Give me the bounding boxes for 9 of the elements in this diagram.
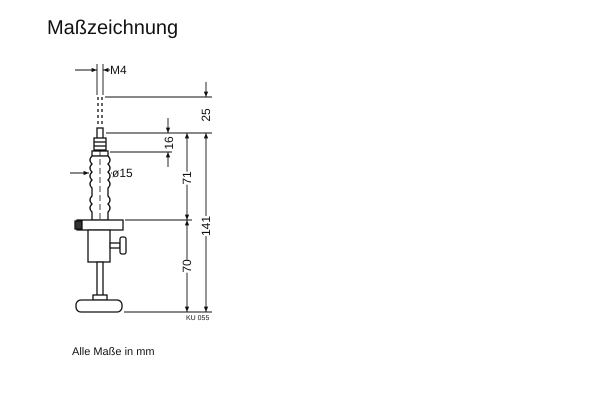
dimension-value: 16: [163, 136, 175, 150]
dimension-value: ø15: [112, 167, 133, 179]
dimension-value: 25: [200, 108, 212, 122]
caption: Alle Maße in mm: [72, 347, 155, 358]
dimension-value: 71: [181, 171, 193, 185]
dimension-value: 141: [200, 216, 212, 236]
dimension-value: M4: [110, 64, 127, 76]
dimension-value: 70: [181, 259, 193, 273]
title: Maßzeichnung: [47, 18, 178, 38]
